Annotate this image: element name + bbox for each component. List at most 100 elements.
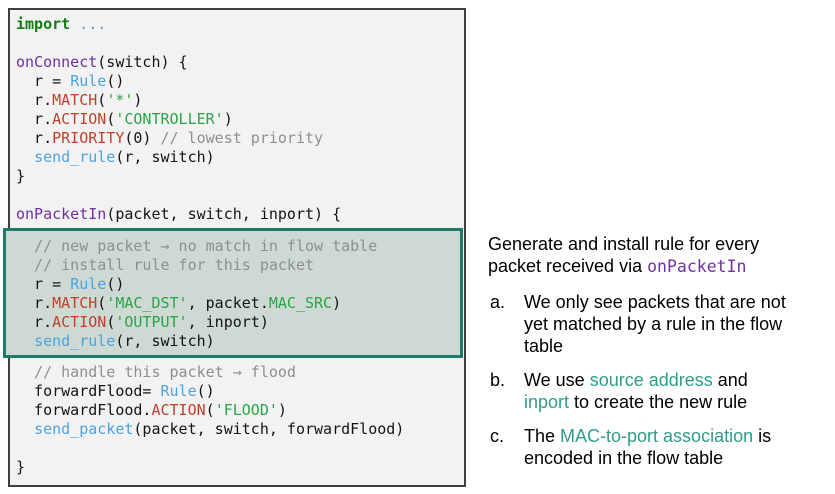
code-line-token: (	[97, 294, 107, 312]
code-line-token	[70, 15, 79, 33]
code-line-token: (	[106, 313, 116, 331]
code-gap	[16, 351, 404, 363]
code-line	[16, 439, 404, 458]
code-line-token: r =	[16, 72, 71, 90]
code-line: import ...	[16, 15, 404, 34]
code-line-token: ()	[196, 382, 215, 400]
note-line-token: MAC-to-port association	[560, 426, 754, 446]
note-line: The MAC-to-port association is	[524, 425, 771, 447]
code-line-token: , inport)	[187, 313, 269, 331]
code-line-token: ()	[106, 275, 125, 293]
code-line-token: ACTION	[151, 401, 206, 419]
code-line-token: )	[223, 110, 233, 128]
code-line	[16, 186, 404, 205]
code-line-token: (	[97, 91, 107, 109]
note-line-token: We use	[524, 370, 590, 390]
code-line-token: r.	[16, 91, 53, 109]
code-line-token: 'OUTPUT'	[115, 313, 188, 331]
code-line-token: Rule	[160, 382, 197, 400]
code-line: r = Rule()	[16, 72, 404, 91]
code-line: forwardFlood= Rule()	[16, 382, 404, 401]
note-line-token: encoded in the flow table	[524, 448, 724, 468]
code-line-token: MATCH	[52, 294, 98, 312]
code-line-token	[16, 420, 34, 438]
code-line-token: )	[332, 294, 342, 312]
code-line-token: (	[205, 401, 215, 419]
code-line: send_rule(r, switch)	[16, 148, 404, 167]
code-line: r = Rule()	[16, 275, 404, 294]
code-line-token: r =	[16, 275, 71, 293]
code-line-token: MAC_SRC	[268, 294, 333, 312]
code-line: onPacketIn(packet, switch, inport) {	[16, 205, 404, 224]
code-line-token: '*'	[106, 91, 134, 109]
code-line: r.MATCH('MAC_DST', packet.MAC_SRC)	[16, 294, 404, 313]
code-line-token: Rule	[70, 275, 107, 293]
note-line-token: is	[753, 426, 772, 446]
list-marker: c.	[490, 426, 505, 446]
note-line: Generate and install rule for every	[488, 233, 828, 255]
code-line-token: ACTION	[52, 110, 107, 128]
code-line-token: 'CONTROLLER'	[115, 110, 224, 128]
code-line-token: onConnect	[16, 53, 98, 71]
note-line-token: yet matched by a rule in the flow	[524, 314, 783, 334]
highlight-box	[3, 228, 463, 358]
code-line-token: send_packet	[34, 420, 134, 438]
code-line-token: )	[277, 401, 287, 419]
code-line-token: (r, switch)	[115, 332, 215, 350]
code-line-token: )	[133, 91, 143, 109]
code-block-pre: import ... onConnect(switch) { r = Rule(…	[16, 15, 404, 224]
code-block-post: // handle this packet → flood forwardFlo…	[16, 363, 404, 477]
code-line-token	[16, 332, 34, 350]
code-line-token: import	[16, 15, 71, 33]
code-line: r.PRIORITY(0) // lowest priority	[16, 129, 404, 148]
note-line-token: packet received via	[488, 256, 648, 276]
code-line-token: ()	[106, 72, 125, 90]
code-line-token: PRIORITY	[52, 129, 125, 147]
code-block-highlighted: // new packet → no match in flow table /…	[16, 237, 404, 351]
code-line-token: forwardFlood.	[16, 401, 152, 419]
note-line-token: source address	[589, 370, 713, 390]
code-gap	[16, 224, 404, 237]
note-line: We only see packets that are not	[524, 291, 786, 313]
code-line-token: (packet, switch, forwardFlood)	[133, 420, 405, 438]
note-line: packet received via onPacketIn	[488, 255, 828, 277]
code-line-token: // lowest priority	[160, 129, 324, 147]
code-line: // new packet → no match in flow table	[16, 237, 404, 256]
note-line-token: and	[712, 370, 748, 390]
code-line: r.ACTION('CONTROLLER')	[16, 110, 404, 129]
code-line: // install rule for this packet	[16, 256, 404, 275]
note-line-token: to create the new rule	[569, 392, 748, 412]
code-line-token: ACTION	[52, 313, 107, 331]
code-line-token: 'MAC_DST'	[106, 294, 188, 312]
note-line-token: onPacketIn	[647, 257, 747, 276]
note-line: table	[524, 335, 786, 357]
note-line: We use source address and	[524, 369, 748, 391]
list-marker: a.	[490, 292, 506, 312]
code-line-token: (switch) {	[97, 53, 188, 71]
code-line-token: ...	[79, 15, 107, 33]
code-line: }	[16, 458, 404, 477]
code-line-token: r.	[16, 129, 53, 147]
code-line: }	[16, 167, 404, 186]
code-line	[16, 34, 404, 53]
code-line: r.MATCH('*')	[16, 91, 404, 110]
list-marker: b.	[490, 370, 506, 390]
code-line-token: Rule	[70, 72, 107, 90]
code-line-token: , packet.	[187, 294, 269, 312]
code-line-token: onPacketIn	[16, 205, 107, 223]
code-line: send_packet(packet, switch, forwardFlood…	[16, 420, 404, 439]
code-line: send_rule(r, switch)	[16, 332, 404, 351]
note-line-token: We only see packets that are not	[524, 292, 786, 312]
code-line: onConnect(switch) {	[16, 53, 404, 72]
code-line-token: }	[16, 167, 26, 185]
code-line-token: send_rule	[34, 148, 116, 166]
note-line-token: inport	[524, 392, 570, 412]
code-line-token: (r, switch)	[115, 148, 215, 166]
code-line-token: // install rule for this packet	[16, 256, 315, 274]
